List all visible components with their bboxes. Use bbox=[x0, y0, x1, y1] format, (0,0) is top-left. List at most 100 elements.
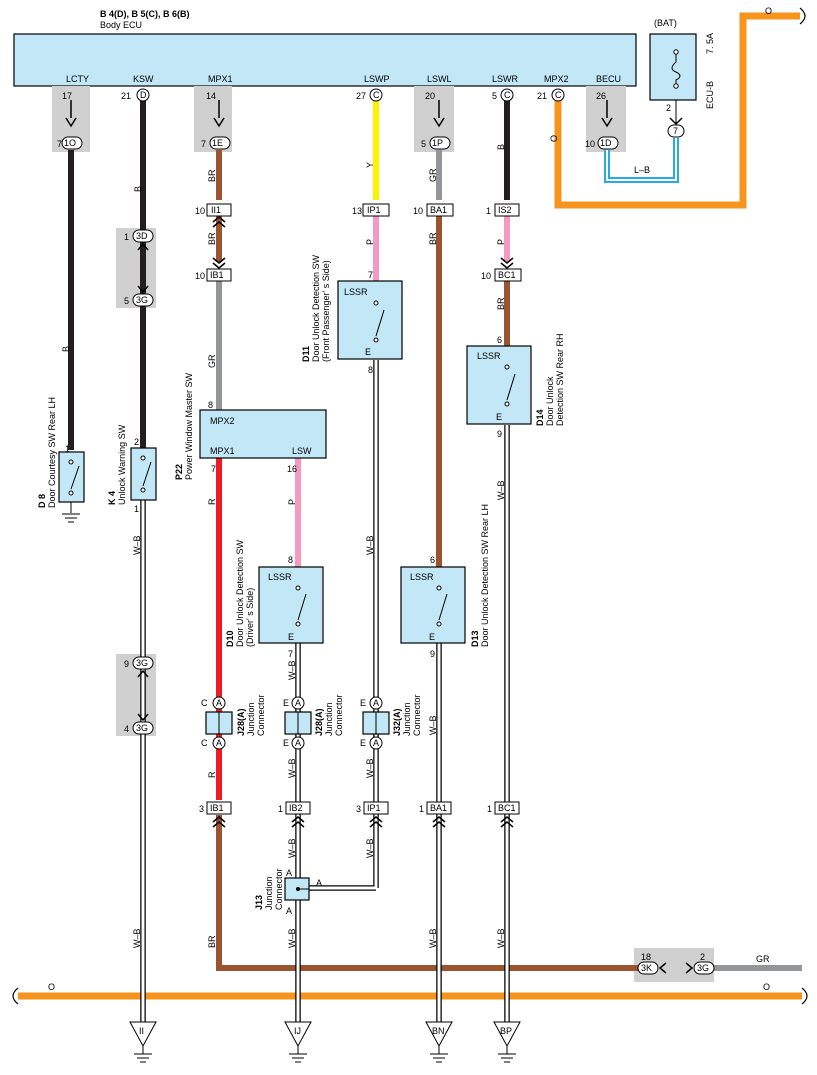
diagram-label: Power Window Master SW bbox=[184, 372, 194, 480]
diagram-label: P bbox=[287, 499, 297, 505]
diagram-label: W–B bbox=[132, 535, 142, 555]
diagram-label: A bbox=[295, 738, 301, 748]
diagram-label: 8 bbox=[288, 555, 293, 565]
diagram-label: C bbox=[201, 698, 208, 708]
diagram-label: LSSR bbox=[344, 287, 368, 297]
diagram-label: 4 bbox=[124, 724, 129, 734]
diagram-label: 3 bbox=[356, 804, 361, 814]
diagram-label: 1 bbox=[419, 804, 424, 814]
diagram-label: BP bbox=[500, 1026, 512, 1036]
conn-bc1-bot: BC1 1 bbox=[487, 801, 520, 828]
diagram-label: IS2 bbox=[498, 205, 512, 215]
body-ecu: B 4(D), B 5(C), B 6(B) Body ECU LCTY KSW… bbox=[13, 9, 637, 87]
diagram-label: 9 bbox=[124, 659, 129, 669]
conn-ip1-top: IP1 13 bbox=[352, 203, 390, 217]
diagram-label: 3G bbox=[136, 295, 148, 305]
d8-switch: 1 D 8 Door Courtesy SW Rear LH bbox=[37, 397, 85, 523]
diagram-label: MPX1 bbox=[210, 446, 235, 456]
diagram-label: 5 bbox=[421, 139, 426, 149]
ecu-pin-numbers: 17 21 14 27 20 5 21 26 D C C C bbox=[62, 88, 606, 102]
diagram-label: 7 bbox=[288, 649, 293, 659]
diagram-label: IJ bbox=[294, 1026, 301, 1036]
ground-bp: BP bbox=[493, 1021, 521, 1063]
ecu-lower-connectors: 1O 7 1E 7 1P 5 1D 10 7 bbox=[57, 100, 685, 150]
diagram-label: Door Unlock bbox=[545, 376, 555, 426]
diagram-label: LSW bbox=[292, 446, 312, 456]
diagram-label: W–B bbox=[287, 660, 297, 680]
wb-wires bbox=[140, 360, 510, 1022]
diagram-label: II1 bbox=[211, 205, 221, 215]
diagram-label: D 8 bbox=[37, 494, 47, 508]
diagram-label: W–B bbox=[428, 715, 438, 735]
diagram-label: R bbox=[207, 498, 217, 505]
ecu-pin-mpx2: MPX2 bbox=[544, 74, 569, 84]
bat-fuse: (BAT) 7. 5A ECU-B 2 bbox=[649, 18, 715, 124]
diagram-label: Unlock Warning SW bbox=[117, 424, 127, 505]
diagram-label: IP1 bbox=[367, 803, 381, 813]
diagram-label: P bbox=[365, 239, 375, 245]
orange-power-wires: O O O O bbox=[12, 6, 808, 1005]
bat-label: (BAT) bbox=[654, 18, 677, 28]
diagram-label: 9 bbox=[430, 649, 435, 659]
diagram-label: BR bbox=[207, 935, 217, 948]
ground-bn: BN bbox=[425, 1021, 453, 1063]
diagram-label: BC1 bbox=[498, 270, 516, 280]
p22-master-sw: 8 MPX2 MPX1 LSW 7 16 P22 Power Window Ma… bbox=[174, 372, 327, 480]
diagram-label: W–B bbox=[132, 928, 142, 948]
diagram-label: E bbox=[360, 698, 366, 708]
ecu-pin-lswl: LSWL bbox=[427, 74, 452, 84]
diagram-label: Door Unlock Detection SW Rear LH bbox=[480, 504, 490, 647]
diagram-label: E bbox=[429, 632, 435, 642]
diagram-label: 7 bbox=[57, 139, 62, 149]
diagram-label: BR bbox=[207, 232, 217, 245]
conn-ib1-bot: IB1 3 bbox=[199, 801, 232, 828]
ksw-oval-connectors: 3D 1 3G 5 3G 9 3G 4 bbox=[124, 229, 154, 735]
diagram-label: BR bbox=[207, 169, 217, 182]
diagram-label: Door Unlock Detection SW bbox=[235, 539, 245, 647]
diagram-label: C bbox=[373, 90, 380, 100]
diagram-label: 18 bbox=[641, 952, 651, 962]
diagram-label: IB1 bbox=[210, 270, 224, 280]
diagram-label: 20 bbox=[425, 91, 435, 101]
junction-connectors: C A A C J28(A) Junction Connector E A A … bbox=[201, 694, 422, 916]
conn-1d: 1D 10 bbox=[585, 100, 619, 150]
j28-red: C A A C J28(A) Junction Connector bbox=[201, 694, 266, 750]
ecu-pin-ksw: KSW bbox=[133, 74, 154, 84]
ecu-pin-lswr: LSWR bbox=[492, 74, 519, 84]
diagram-label: Connector bbox=[334, 694, 344, 736]
diagram-label: D11 bbox=[301, 346, 311, 362]
diagram-label: P bbox=[496, 239, 506, 245]
diagram-label: BC1 bbox=[498, 803, 516, 813]
conn-ip1-bot: IP1 3 bbox=[356, 801, 389, 828]
diagram-label: 1 bbox=[65, 444, 70, 454]
diagram-label: BN bbox=[432, 1026, 445, 1036]
diagram-label: E bbox=[365, 347, 371, 357]
d11-switch: 7 LSSR E 8 D11 Door Unlock Detection SW … bbox=[301, 254, 403, 375]
diagram-label: Junction bbox=[402, 702, 412, 736]
diagram-label: E bbox=[288, 632, 294, 642]
diagram-label: 8 bbox=[208, 400, 213, 410]
diagram-label: Junction bbox=[324, 702, 334, 736]
diagram-label: BR bbox=[428, 232, 438, 245]
diagram-label: 26 bbox=[596, 91, 606, 101]
diagram-label: B bbox=[133, 186, 143, 192]
diagram-label: 1 bbox=[134, 504, 139, 514]
diagram-label: 3G bbox=[697, 963, 709, 973]
diagram-label: (Driver' s Side) bbox=[245, 588, 255, 647]
diagram-label: 6 bbox=[430, 555, 435, 565]
diagram-label: 3G bbox=[136, 658, 148, 668]
diagram-label: IP1 bbox=[367, 205, 381, 215]
conn-bat-7: 7 bbox=[667, 117, 685, 138]
wire-label-o3: O bbox=[48, 982, 55, 992]
diagram-label: 16 bbox=[287, 464, 297, 474]
diagram-label: K 4 bbox=[107, 491, 117, 505]
diagram-label: BA1 bbox=[430, 205, 447, 215]
fuse-name: ECU-B bbox=[705, 81, 715, 109]
wire-label-o1: O bbox=[549, 135, 559, 142]
diagram-label: P22 bbox=[174, 464, 184, 480]
diagram-label: 10 bbox=[481, 271, 491, 281]
d13-switch: 6 LSSR E 9 D13 Door Unlock Detection SW … bbox=[400, 504, 490, 659]
diagram-label: (Front Passenger' s Side) bbox=[321, 260, 331, 362]
diagram-label: 1 bbox=[124, 232, 129, 242]
